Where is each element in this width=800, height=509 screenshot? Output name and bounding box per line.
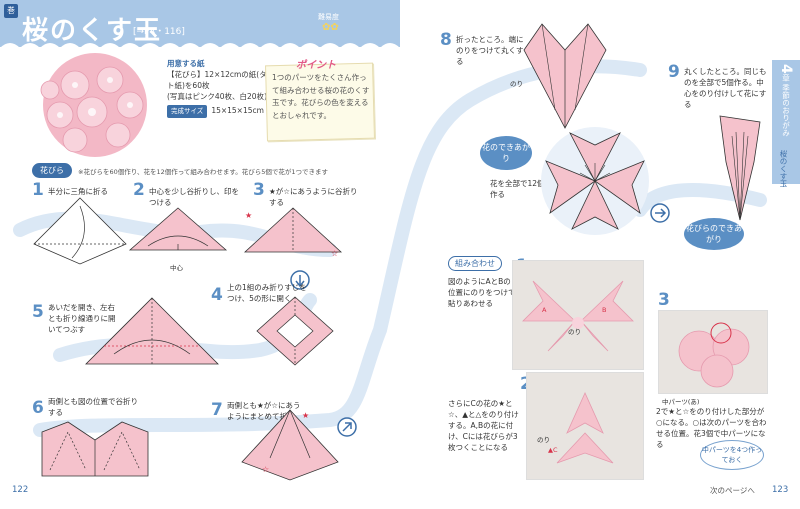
- step-7-diagram: ★ ☆: [241, 409, 339, 481]
- glue-label: のり: [537, 436, 550, 444]
- step-3-diagram: ★ ☆: [243, 207, 343, 258]
- materials-line: (写真はピンク40枚、白20枚): [167, 92, 267, 101]
- page-number: 123: [772, 485, 789, 495]
- title-band: [0, 0, 400, 48]
- glue-label: のり: [568, 328, 581, 336]
- section-note: ※花びらを60個作り、花を12個作って組み合わせます。花びら5個で花が1つできま…: [78, 168, 329, 176]
- point-title: ポイント: [296, 60, 336, 71]
- svg-text:☆: ☆: [262, 465, 269, 474]
- size-value: 15×15×15cm: [211, 106, 264, 115]
- step-text: さらにCの花の★と☆、▲と△をのり付けする。A,Bの花に付け、Cには花びらが3枚…: [448, 399, 519, 452]
- photo-flowers-image: [522, 280, 634, 352]
- step-number: 5: [32, 302, 44, 322]
- step-number: 9: [668, 62, 680, 82]
- center-part-label: 中パーツ(あ): [662, 398, 700, 406]
- materials-heading: 用意する紙: [167, 59, 205, 68]
- step-number: 2: [520, 374, 532, 394]
- flower-done-bubble: 花のできあがり: [480, 136, 532, 170]
- step-text: あいだを開き、左右とも折り線通りに開いてつぶす: [48, 303, 116, 334]
- svg-text:★: ★: [245, 211, 252, 220]
- photo-flowers-image: [678, 322, 750, 388]
- page-title: 桜のくす玉: [22, 16, 163, 46]
- step-9-diagram: [719, 115, 761, 221]
- materials-block: 用意する紙 【花びら】12×12cmの紙(タント紙)を60枚 (写真はピンク40…: [167, 58, 277, 118]
- section-label: 花びら: [32, 163, 72, 178]
- photo-step-3: [658, 310, 768, 394]
- step-6-diagram: [41, 421, 149, 477]
- step-text: 丸くしたところ。同じものを全部で5個作る。中心をのり付けして花にする: [684, 67, 767, 109]
- photo-step-2: [526, 372, 644, 480]
- step-text: 半分に三角に折る: [48, 187, 108, 196]
- step-1-diagram: [33, 197, 127, 265]
- chapter-tag: 巻: [4, 4, 18, 18]
- chapter-number: 4: [778, 64, 794, 74]
- step-text: 両側とも★が☆にあうようにまとめて折る: [227, 401, 301, 421]
- point-text: 1つのパーツをたくさん作って組み合わせる桜の花のくす玉です。花びらの色を変えると…: [272, 73, 370, 120]
- step-number: 7: [211, 400, 223, 420]
- next-page-link[interactable]: 次のページへ: [710, 486, 755, 495]
- step-8-diagram: [523, 23, 607, 129]
- step-text: 図のようにAとBの位置にのりをつけて貼りあわせる: [448, 277, 516, 308]
- left-page: 巻 桜のくす玉 [→P4・116] 難易度 ✿✿ 用意する紙 【花びら】12×1…: [0, 0, 400, 495]
- side-page-label: 桜のくす玉: [779, 150, 788, 188]
- step-text: 両側とも図の位置で谷折りする: [48, 397, 138, 417]
- center-label: 中心: [170, 264, 183, 272]
- flower-done-text: 花を全部で12個作る: [490, 179, 545, 199]
- label-b: B: [602, 306, 607, 314]
- label-c: ▲C: [548, 446, 558, 454]
- step-number: 2: [133, 180, 145, 200]
- step-text: 2で★と☆をのり付けした部分が○になる。○は次のパーツを合わせる位置。花3個で中…: [656, 407, 767, 449]
- difficulty-icon: ✿✿: [322, 22, 339, 33]
- right-page: 8 折ったところ。端にのりをつけて丸くする のり 花のできあがり 花を全部で12…: [400, 0, 800, 509]
- petal-done-bubble: 花びらのできあがり: [684, 218, 744, 250]
- step-number: 3: [253, 180, 265, 200]
- chapter-title: 章 季節のおりがみ: [781, 73, 791, 137]
- difficulty-label: 難易度: [318, 13, 339, 21]
- step-4-diagram: [256, 296, 334, 366]
- page-number: 122: [12, 485, 29, 495]
- step-number: 6: [32, 398, 44, 418]
- step-number: 8: [440, 30, 452, 50]
- svg-text:☆: ☆: [331, 249, 338, 258]
- size-badge: 完成サイズ: [167, 105, 208, 118]
- photo-flowers-image: [556, 392, 614, 464]
- photo-step-1: [512, 260, 644, 370]
- center-part-callout: 中パーツを4つ作っておく: [700, 440, 764, 470]
- title-reference: [→P4・116]: [133, 27, 185, 37]
- step-text: 中心を少し谷折りし、印をつける: [149, 187, 239, 207]
- flower-diagram: [541, 127, 649, 235]
- step-number: 3: [658, 290, 670, 310]
- step-5-diagram: [85, 297, 219, 365]
- materials-line: 【花びら】12×12cmの紙(タント紙)を60枚: [167, 70, 275, 90]
- step-text: 折ったところ。端にのりをつけて丸くする: [456, 35, 524, 66]
- step-text: ★が☆にあうように谷折りする: [269, 187, 358, 207]
- combine-label: 組み合わせ: [448, 256, 502, 271]
- label-a: A: [542, 306, 547, 314]
- svg-text:★: ★: [302, 411, 309, 420]
- chapter-side-tab: 4 章 季節のおりがみ: [772, 60, 800, 184]
- glue-label: のり: [510, 80, 523, 88]
- step-number: 1: [32, 180, 44, 200]
- step-number: 4: [211, 285, 223, 305]
- kusudama-photo: [40, 53, 147, 157]
- step-2-diagram: [128, 207, 228, 251]
- step-text: 上の1組のみ折りすじをつけ、5の形に開く: [227, 283, 307, 303]
